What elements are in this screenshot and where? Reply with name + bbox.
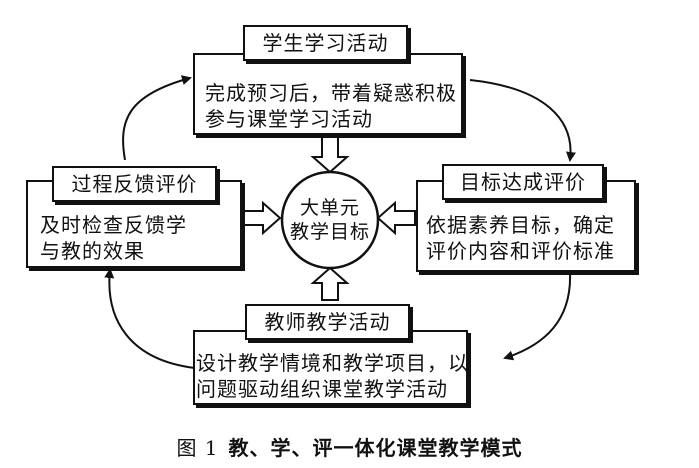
teacher-activity-title: 教师教学活动 xyxy=(245,304,410,340)
arrow-top-to-right xyxy=(469,79,576,162)
teacher-activity-text: 设计教学情境和教学项目，以 问题驱动组织课堂教学活动 xyxy=(196,350,469,402)
block-arrow-left xyxy=(242,200,282,236)
teacher-activity-line-2: 问题驱动组织课堂教学活动 xyxy=(196,377,448,401)
process-feedback-line-1: 及时检查反馈学 xyxy=(40,213,187,237)
process-feedback-title: 过程反馈评价 xyxy=(52,166,217,202)
center-line-2: 教学目标 xyxy=(289,221,370,243)
center-circle xyxy=(280,170,380,270)
center-line-1: 大单元 xyxy=(299,197,360,219)
process-feedback-text: 及时检查反馈学 与教的效果 xyxy=(40,212,187,264)
arrow-right-to-bottom xyxy=(503,271,572,361)
teacher-activity-box xyxy=(193,330,468,405)
teacher-activity-line-1: 设计教学情境和教学项目，以 xyxy=(196,351,469,375)
goal-achievement-title: 目标达成评价 xyxy=(442,164,604,200)
figure-caption-text: 教、学、评一体化课堂教学模式 xyxy=(228,436,523,460)
block-arrow-right xyxy=(376,200,416,236)
student-activity-text: 完成预习后，带着疑惑积极 参与课堂学习活动 xyxy=(205,80,457,132)
center-goal-text: 大单元 教学目标 xyxy=(280,196,380,244)
student-activity-line-1: 完成预习后，带着疑惑积极 xyxy=(205,81,457,105)
goal-achievement-line-1: 依据素养目标，确定 xyxy=(426,213,615,237)
arrow-left-to-top xyxy=(122,75,192,161)
student-activity-line-2: 参与课堂学习活动 xyxy=(205,107,373,131)
goal-achievement-text: 依据素养目标，确定 评价内容和评价标准 xyxy=(426,212,615,264)
block-arrow-bottom xyxy=(310,266,350,301)
goal-achievement-line-2: 评价内容和评价标准 xyxy=(426,239,615,263)
process-feedback-line-2: 与教的效果 xyxy=(40,239,145,263)
block-arrow-top xyxy=(310,136,350,174)
figure-number: 图 1 xyxy=(176,436,219,460)
student-activity-title: 学生学习活动 xyxy=(243,25,408,61)
figure-caption: 图 1 教、学、评一体化课堂教学模式 xyxy=(0,432,699,461)
arrow-bottom-to-left xyxy=(104,268,196,369)
